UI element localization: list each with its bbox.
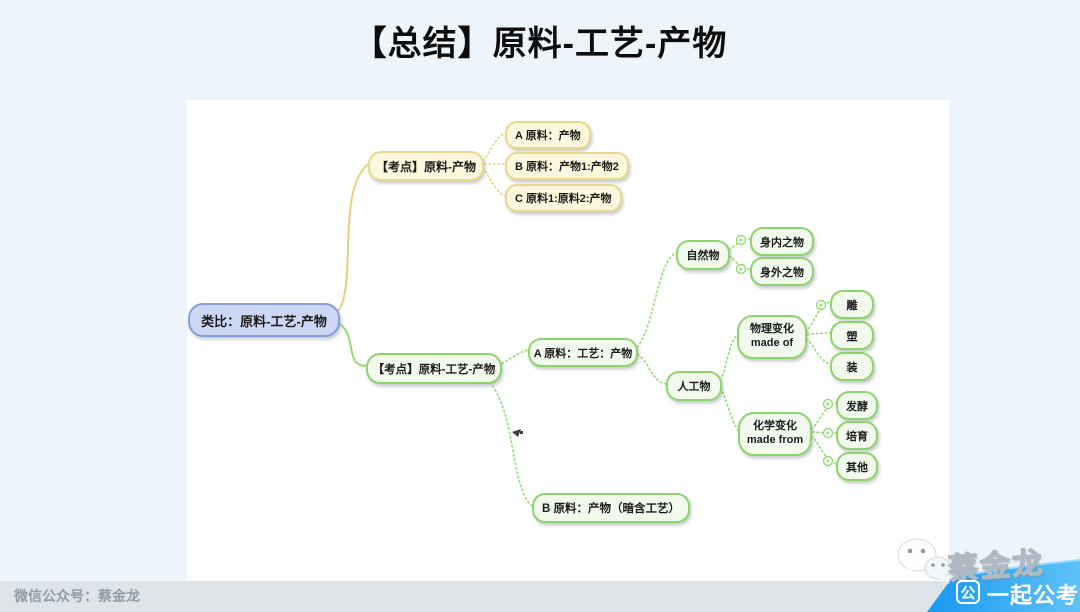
footer-band [0,581,1080,612]
brand-org-name: 一起公考 [987,583,1080,608]
natural-inner-node: 身内之物 [750,227,814,256]
circled-arrow-icons [735,234,834,467]
branch-yellow-node: 【考点】原料-产物 [368,151,484,181]
connector-root-yellow [335,163,369,315]
physical-change-line2: made of [750,337,794,349]
yellow-child-a: A 原料：产物 [505,121,591,149]
branch-green-node: 【考点】原料-工艺-产物 [366,353,502,384]
cursor-marker-icon [512,429,523,437]
ribbon-highlight [951,559,1080,579]
root-node: 类比：原料-工艺-产物 [188,303,340,337]
natural-node: 自然物 [676,240,730,270]
chemical-change-node: 化学变化 made from [738,412,812,456]
chemical-change-line1: 化学变化 [753,420,797,433]
green-child-a: A 原料：工艺：产物 [528,338,638,367]
other-node: 其他 [836,452,878,481]
ribbon-shape [927,560,1080,612]
footer-wechat-account: 微信公众号：蔡金龙 [14,588,140,604]
cultivate-node: 培育 [836,421,878,450]
mindmap-canvas: 类比：原料-工艺-产物 【考点】原料-产物 A 原料：产物 B 原料：产物1:产… [187,100,949,581]
physical-change-node: 物理变化 made of [737,315,807,359]
chemical-change-line2: made from [746,434,804,446]
gong-logo: 公 [956,580,980,604]
brand-ribbon [927,559,1080,612]
yellow-child-c: C 原料1:原料2:产物 [505,184,622,212]
page-title: 【总结】原料-工艺-产物 [352,25,728,63]
connector-root-green [335,321,367,367]
carve-node: 雕 [830,290,874,319]
assemble-node: 装 [830,352,874,381]
artificial-node: 人工物 [666,371,722,401]
physical-change-line1: 物理变化 [750,323,794,336]
mindmap-connectors [335,132,837,507]
natural-outer-node: 身外之物 [750,257,814,286]
wechat-bubbles-icon [897,538,952,584]
mold-node: 塑 [830,321,874,350]
green-child-b: B 原料：产物（暗含工艺） [532,493,690,523]
ferment-node: 发酵 [836,391,878,420]
yellow-child-b: B 原料：产物1:产物2 [505,152,629,180]
